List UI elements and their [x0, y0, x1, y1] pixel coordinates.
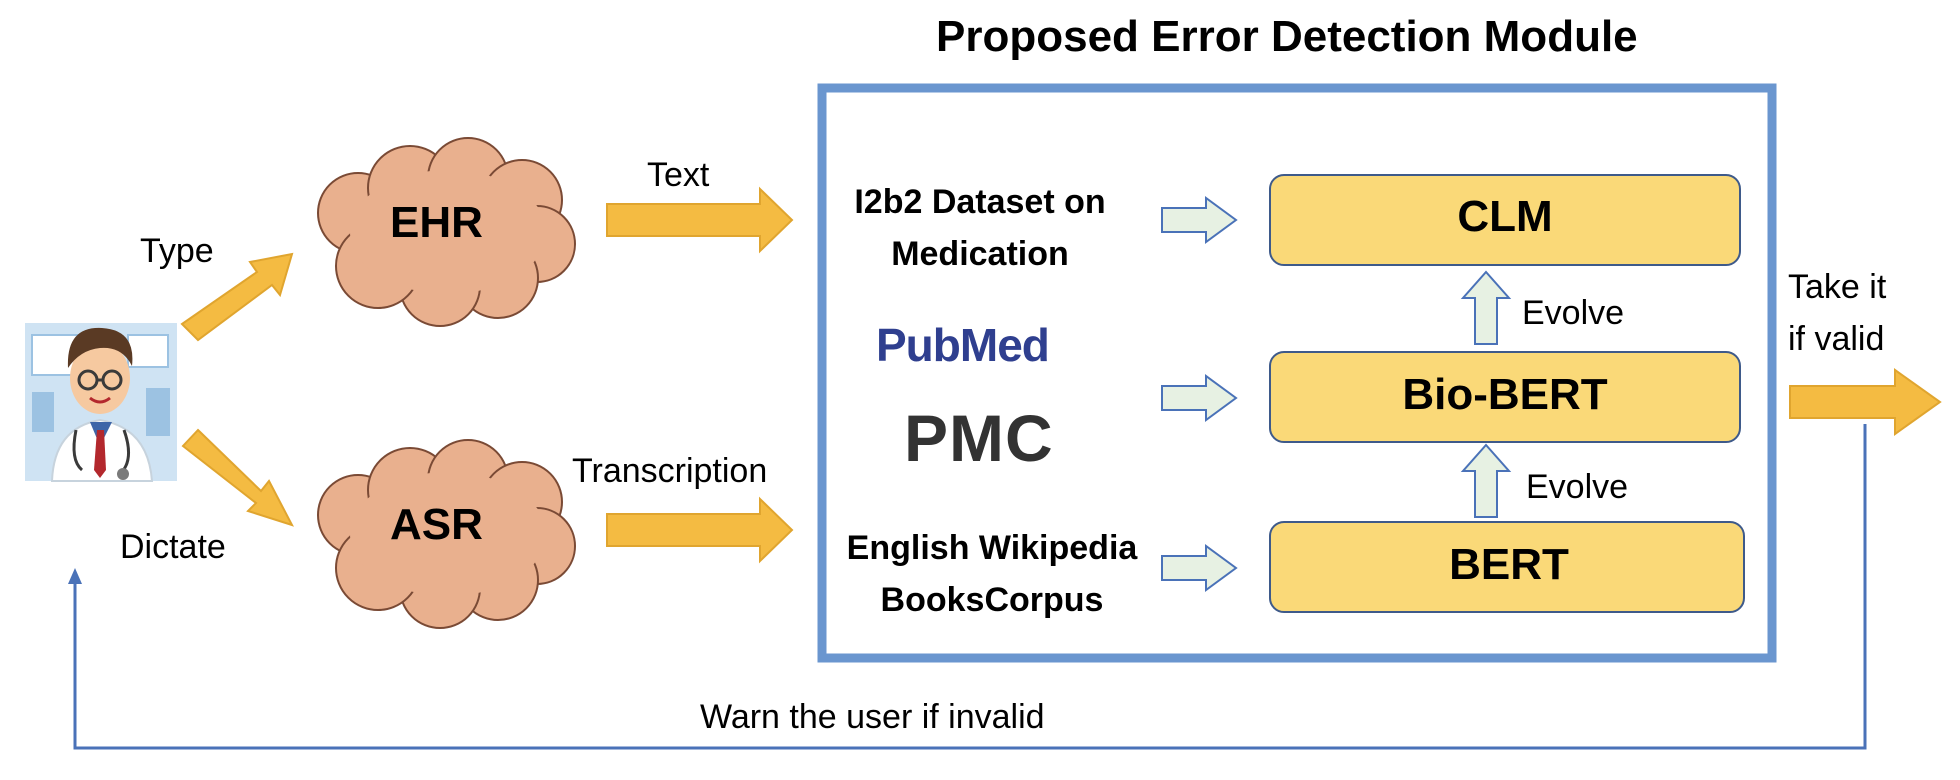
feedback-line — [73, 424, 1867, 750]
text-label: Text — [647, 156, 710, 194]
if-valid-label: if valid — [1788, 320, 1885, 358]
ehr-cloud — [317, 137, 576, 327]
evolve-arrow-upper — [1460, 270, 1512, 345]
bookscorpus-label: BooksCorpus — [880, 581, 1104, 619]
dictate-arrow — [181, 428, 295, 527]
module-title: Proposed Error Detection Module — [936, 12, 1638, 61]
pubmed-to-biobert-arrow — [1161, 374, 1238, 422]
type-arrow — [180, 252, 294, 342]
clm-label: CLM — [1457, 192, 1553, 241]
clm-box — [1269, 174, 1741, 266]
evolve-label-upper: Evolve — [1522, 294, 1625, 332]
type-label: Type — [140, 232, 214, 270]
bert-label: BERT — [1449, 540, 1569, 589]
evolve-arrow-lower — [1460, 443, 1512, 518]
i2b2-dataset-label: I2b2 Dataset on Medication — [854, 183, 1106, 273]
biobert-label: Bio-BERT — [1402, 370, 1608, 419]
feedback-arrowhead — [68, 568, 82, 584]
pmc-logo: PMC — [904, 401, 1054, 475]
doctor-avatar-icon — [25, 323, 177, 482]
text-arrow — [606, 186, 794, 254]
transcription-arrow — [606, 496, 794, 564]
dictate-label: Dictate — [120, 528, 226, 566]
module-boundary — [817, 83, 1777, 663]
evolve-label-lower: Evolve — [1526, 468, 1629, 506]
wiki-to-bert-arrow — [1161, 544, 1238, 592]
output-arrow — [1789, 368, 1942, 436]
ehr-label: EHR — [390, 198, 483, 247]
transcription-label: Transcription — [572, 452, 768, 490]
pubmed-logo: PubMed — [876, 319, 1050, 371]
bert-box — [1269, 521, 1745, 613]
take-it-label: Take it — [1788, 268, 1887, 306]
warn-label: Warn the user if invalid — [700, 698, 1045, 736]
biobert-box — [1269, 351, 1741, 443]
asr-label: ASR — [390, 500, 483, 549]
asr-cloud — [317, 439, 576, 629]
wikipedia-label: English Wikipedia — [846, 529, 1138, 567]
i2b2-to-clm-arrow — [1161, 196, 1238, 244]
